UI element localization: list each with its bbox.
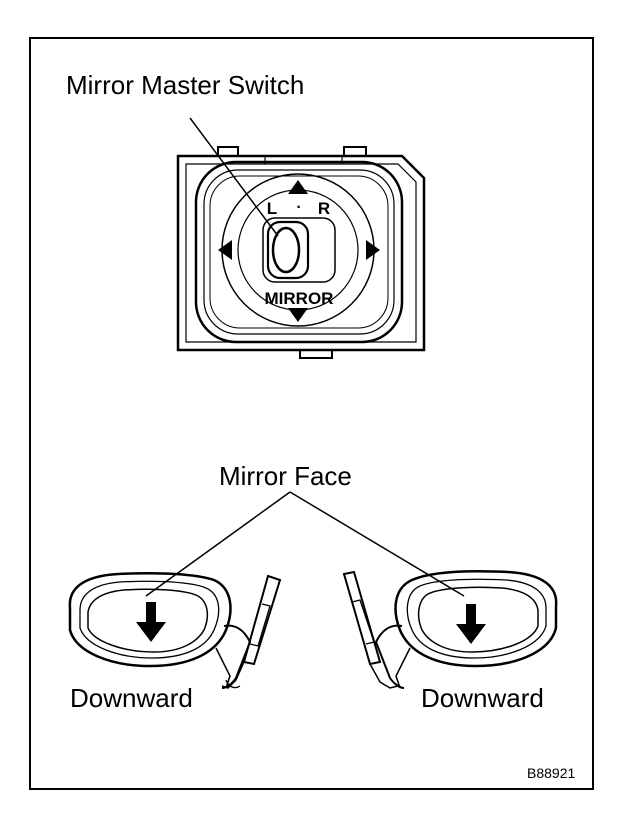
switch-title-label: Mirror Master Switch (66, 70, 305, 100)
switch-dot: · (296, 199, 301, 216)
arrow-left-icon (218, 240, 232, 260)
downward-left-label: Downward (70, 683, 193, 713)
arrow-up-icon (288, 180, 308, 194)
switch-name-text: MIRROR (265, 289, 334, 308)
switch-left-letter: L (267, 199, 277, 218)
arrow-down-icon (136, 602, 166, 642)
figure-code-label: B88921 (527, 765, 576, 781)
arrow-down-icon (288, 308, 308, 322)
left-side-mirror (68, 572, 282, 689)
arrow-right-icon (366, 240, 380, 260)
mirror-face-leader-right (289, 491, 465, 597)
right-side-mirror (342, 570, 558, 689)
mirror-master-switch (176, 146, 426, 359)
arrow-down-icon (456, 604, 486, 644)
figure-frame (29, 37, 594, 790)
downward-right-label: Downward (421, 683, 544, 713)
mirror-face-label: Mirror Face (219, 461, 352, 491)
mirror-face-leader-left (145, 491, 291, 597)
switch-right-letter: R (318, 199, 330, 218)
switch-leader-line (189, 117, 279, 237)
